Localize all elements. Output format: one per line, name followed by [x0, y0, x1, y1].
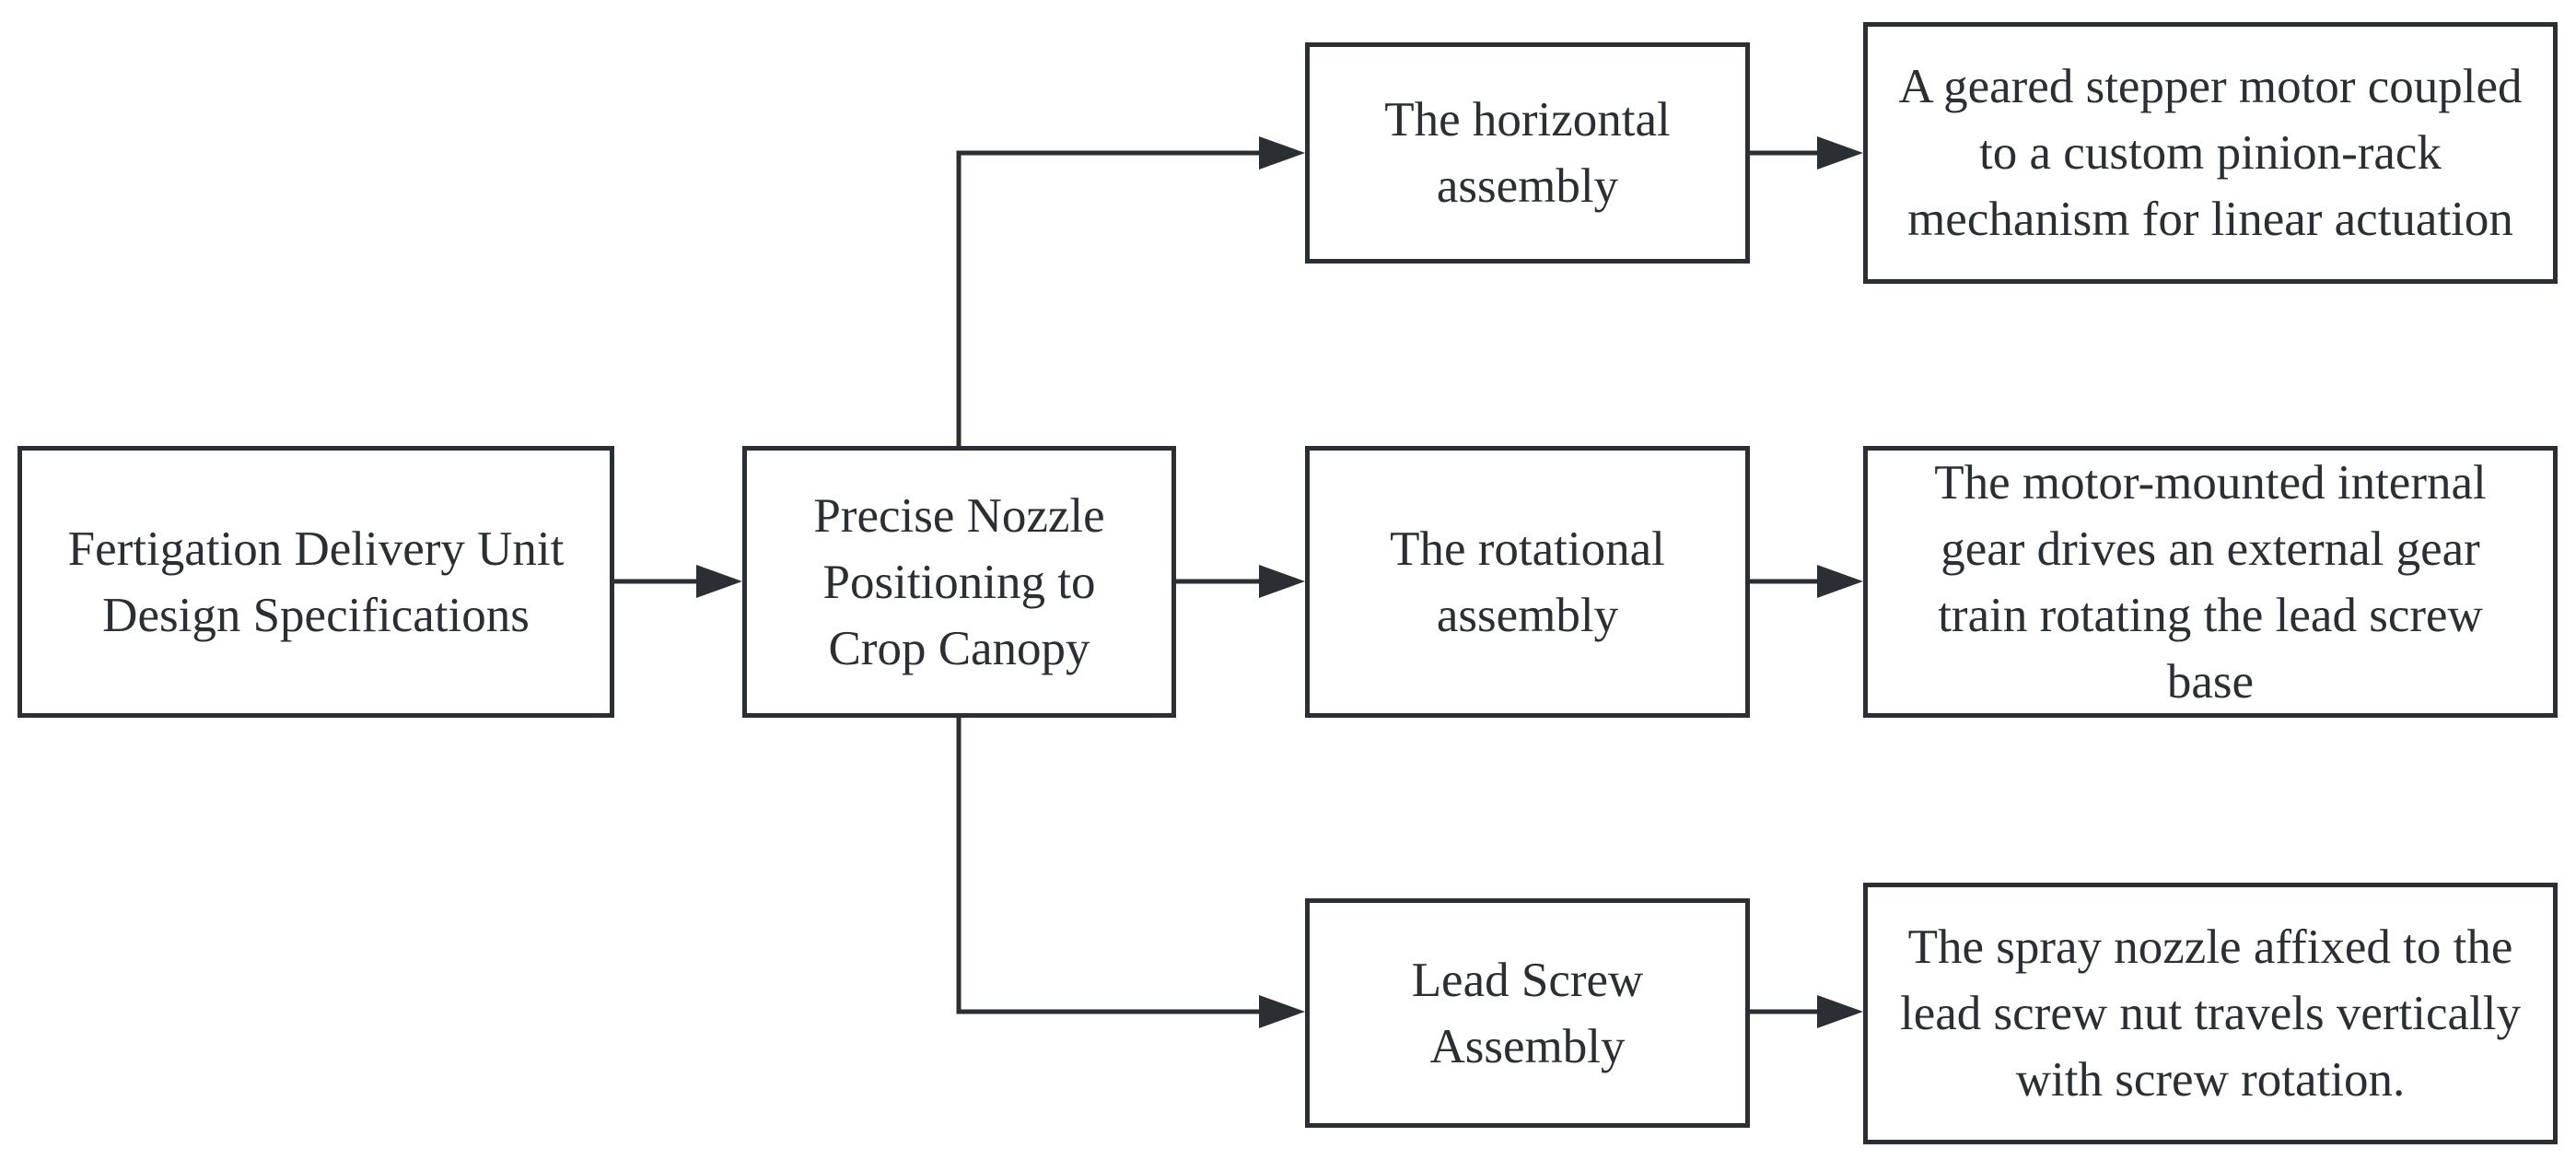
arrowhead-horizontal-to-detail: [1817, 136, 1863, 170]
arrowhead-root-to-nozzle: [696, 565, 742, 598]
arrowhead-nozzle-to-rotational: [1259, 565, 1305, 598]
node-label: The spray nozzle affixed to the lead scr…: [1900, 920, 2521, 1107]
node-horizontal-detail: A geared stepper motor coupled to a cust…: [1863, 22, 2558, 284]
node-label: A geared stepper motor coupled to a cust…: [1898, 60, 2523, 246]
arrowhead-nozzle-to-horizontal: [1259, 136, 1305, 170]
node-rotational-detail: The motor-mounted internal gear drives a…: [1863, 446, 2558, 718]
node-label: The motor-mounted internal gear drives a…: [1934, 455, 2487, 709]
node-label: Lead Screw Assembly: [1411, 953, 1644, 1073]
node-label: Precise Nozzle Positioning to Crop Canop…: [813, 488, 1105, 675]
arrowhead-rotational-to-detail: [1817, 565, 1863, 598]
node-label: Fertigation Delivery Unit Design Specifi…: [67, 521, 565, 642]
node-lead-screw-assembly: Lead Screw Assembly: [1305, 898, 1750, 1128]
node-label: The rotational assembly: [1390, 521, 1665, 642]
arrowhead-nozzle-to-lead-screw: [1259, 995, 1305, 1028]
node-label: The horizontal assembly: [1384, 93, 1671, 213]
node-precise-nozzle-positioning: Precise Nozzle Positioning to Crop Canop…: [742, 446, 1176, 718]
node-lead-screw-detail: The spray nozzle affixed to the lead scr…: [1863, 883, 2558, 1144]
node-fertigation-delivery-unit: Fertigation Delivery Unit Design Specifi…: [17, 446, 614, 718]
edge-nozzle-to-horizontal: [956, 150, 1263, 446]
node-rotational-assembly: The rotational assembly: [1305, 446, 1750, 718]
arrowhead-lead-screw-to-detail: [1817, 995, 1863, 1028]
edge-nozzle-to-lead-screw: [956, 718, 1263, 1014]
node-horizontal-assembly: The horizontal assembly: [1305, 42, 1750, 264]
